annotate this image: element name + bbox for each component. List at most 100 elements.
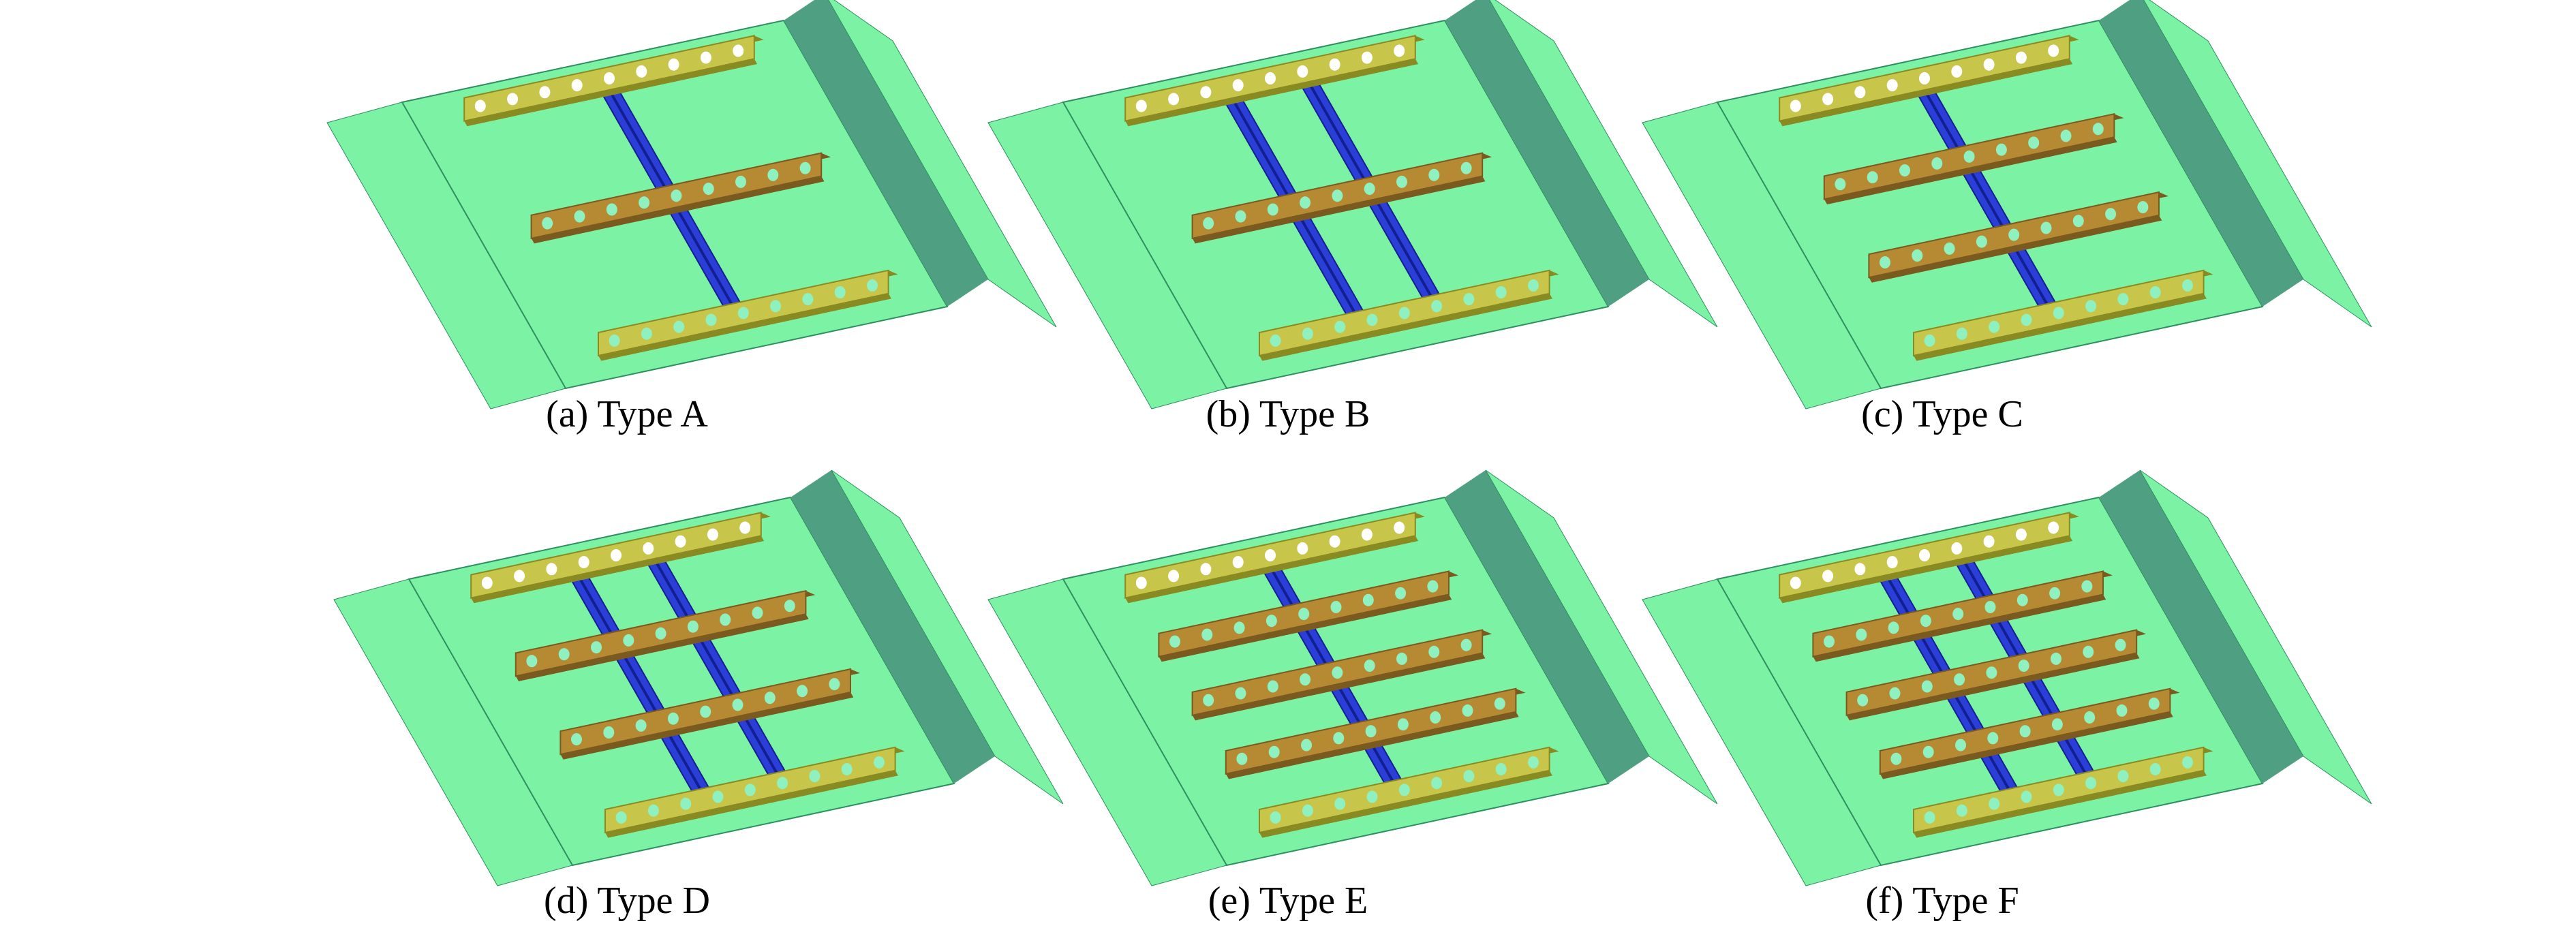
transverse-beam-hole bbox=[571, 733, 582, 746]
transverse-beam-hole bbox=[1460, 638, 1472, 651]
transverse-beam bbox=[1225, 687, 1526, 779]
transverse-beam-hole bbox=[558, 648, 570, 661]
end-beam-back-hole bbox=[1135, 99, 1147, 112]
transverse-beam-hole bbox=[1267, 203, 1278, 216]
end-beam-back-hole bbox=[539, 86, 551, 99]
transverse-beam-hole bbox=[1427, 580, 1439, 593]
end-beam-back bbox=[463, 35, 764, 127]
transverse-beam-hole bbox=[1362, 593, 1374, 606]
end-beam-back bbox=[1779, 35, 2079, 127]
transverse-beam-hole bbox=[1428, 645, 1440, 658]
transverse-beam-hole bbox=[1396, 175, 1407, 188]
transverse-beam-bottom bbox=[1192, 653, 1486, 721]
transverse-beam-hole bbox=[732, 698, 743, 711]
end-beam-front-bottom bbox=[1259, 770, 1552, 838]
transverse-beam-hole bbox=[1298, 608, 1310, 621]
transverse-beam-hole bbox=[2092, 123, 2104, 136]
end-beam-front-hole bbox=[809, 770, 821, 783]
end-beam-front-hole bbox=[647, 804, 659, 817]
end-beam-back-hole bbox=[578, 556, 589, 569]
transverse-beam-hole bbox=[2148, 697, 2160, 710]
end-beam-front-bottom bbox=[1914, 293, 2207, 361]
transverse-beam-hole bbox=[606, 203, 617, 216]
transverse-beam-hole bbox=[2028, 136, 2040, 149]
transverse-beam-hole bbox=[603, 726, 615, 739]
end-beam-front-hole bbox=[680, 797, 692, 810]
end-beam-back-hole bbox=[1951, 542, 1963, 555]
end-beam-front-hole bbox=[2021, 790, 2032, 803]
caption-type-d: (d) Type D bbox=[544, 880, 710, 922]
end-beam-front-hole bbox=[1924, 334, 1935, 347]
end-beam-front-hole bbox=[867, 279, 878, 292]
transverse-beam-hole bbox=[1397, 718, 1409, 731]
end-beam-back-hole bbox=[1822, 570, 1834, 583]
end-beam-back-hole bbox=[1790, 576, 1801, 589]
end-beam-back-hole bbox=[636, 65, 647, 78]
floor-grillage-type-c-icon bbox=[1642, 0, 2372, 409]
transverse-beam-hole bbox=[655, 627, 666, 640]
transverse-beam-hole bbox=[1963, 150, 1975, 163]
right-wall bbox=[1445, 470, 1649, 784]
transverse-beam-hole bbox=[1995, 143, 2007, 156]
end-beam-back-hole bbox=[1394, 521, 1405, 534]
end-beam-front-bottom bbox=[1259, 293, 1552, 361]
transverse-beam-bottom bbox=[1225, 711, 1519, 779]
end-beam-back-hole bbox=[1200, 563, 1212, 576]
transverse-beam-hole bbox=[1494, 697, 1505, 710]
end-beam-back-hole bbox=[668, 58, 679, 71]
end-beam-back-hole bbox=[1854, 86, 1866, 99]
end-beam-front-hole bbox=[2085, 300, 2097, 313]
transverse-beam-hole bbox=[2049, 587, 2061, 600]
floor-grillage-type-b-icon bbox=[987, 0, 1718, 409]
end-beam-front-hole bbox=[744, 784, 756, 796]
end-beam-back-hole bbox=[514, 570, 525, 583]
transverse-beam bbox=[530, 152, 831, 244]
caption-type-b: (b) Type B bbox=[1206, 393, 1370, 435]
transverse-beam bbox=[1879, 687, 2180, 779]
end-beam-back bbox=[1124, 35, 1425, 127]
transverse-beam-hole bbox=[1235, 687, 1246, 700]
transverse-beam-bottom bbox=[531, 176, 825, 244]
end-beam-back-hole bbox=[507, 93, 519, 106]
right-flange bbox=[1489, 0, 1718, 328]
transverse-beam bbox=[559, 668, 860, 760]
end-beam-front-hole bbox=[1463, 293, 1475, 306]
transverse-beam-hole bbox=[1266, 615, 1277, 627]
end-beam-back-hole bbox=[1361, 51, 1373, 64]
transverse-beam-hole bbox=[1233, 621, 1245, 634]
longitudinal-beam-web bbox=[653, 558, 790, 794]
transverse-beam-hole bbox=[1867, 171, 1878, 184]
transverse-beam-hole bbox=[1301, 739, 1312, 751]
end-beam-back bbox=[470, 512, 771, 604]
transverse-beam-hole bbox=[1931, 157, 1943, 170]
transverse-beam-hole bbox=[799, 161, 811, 174]
transverse-beam-bottom bbox=[1846, 653, 2140, 721]
end-beam-front-hole bbox=[770, 300, 782, 313]
end-beam-front-hole bbox=[1302, 327, 1313, 340]
caption-type-e: (e) Type E bbox=[1208, 880, 1368, 922]
caption-type-f: (f) Type F bbox=[1865, 880, 2019, 922]
transverse-beam bbox=[1845, 629, 2147, 721]
end-beam-back-hole bbox=[1232, 556, 1244, 569]
end-beam-back-hole bbox=[1394, 44, 1405, 57]
transverse-beam-hole bbox=[574, 210, 585, 223]
caption-type-c: (c) Type C bbox=[1861, 393, 2023, 435]
transverse-beam-hole bbox=[1332, 666, 1343, 679]
end-beam-front-hole bbox=[1270, 811, 1281, 824]
end-beam-front-hole bbox=[874, 756, 885, 769]
end-beam-front-hole bbox=[1528, 756, 1539, 769]
end-beam-front-hole bbox=[2085, 777, 2097, 790]
transverse-beam-hole bbox=[1203, 217, 1214, 230]
end-beam-front-hole bbox=[2021, 313, 2032, 326]
end-beam-back-hole bbox=[1790, 99, 1801, 112]
end-beam-back-hole bbox=[2015, 528, 2027, 541]
transverse-beam-hole bbox=[1920, 615, 1931, 627]
transverse-beam-hole bbox=[1922, 745, 1934, 758]
right-flange bbox=[2143, 0, 2372, 328]
transverse-beam-hole bbox=[764, 692, 776, 704]
transverse-beam-hole bbox=[1986, 666, 1997, 679]
end-beam-back-hole bbox=[1135, 576, 1147, 589]
end-beam-front bbox=[598, 269, 898, 361]
end-beam-front-hole bbox=[1956, 804, 1967, 817]
